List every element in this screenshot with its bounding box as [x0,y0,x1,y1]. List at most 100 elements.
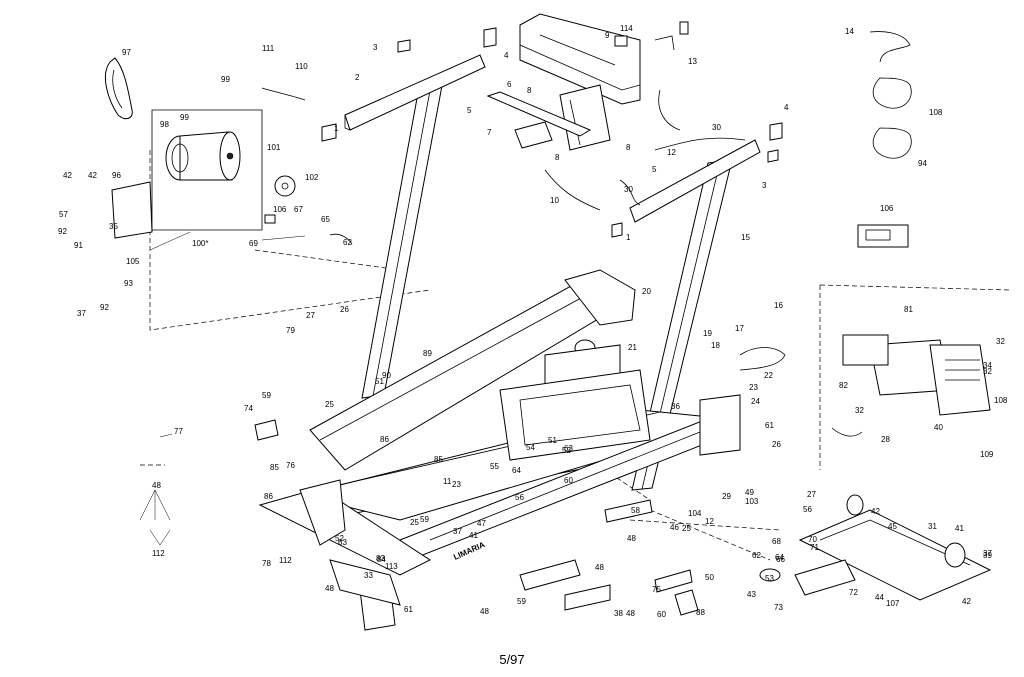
callout-label: 109 [980,450,994,459]
callout-label: 72 [849,588,858,597]
callout-label: 45 [888,522,897,531]
callout-label: 114 [620,24,633,33]
callout-label: 43 [747,590,756,599]
callout-label: 48 [325,584,334,593]
drive-belt [105,57,133,120]
callout-label: 112 [152,549,165,558]
callout-label: 40 [934,423,943,432]
callout-label: 32 [855,406,864,415]
console-wire [658,89,681,131]
callout-label: 4 [504,51,509,60]
crossmember [699,394,741,456]
callout-label: 52 [335,534,344,543]
bracket-71 [654,569,693,593]
circuit-board-44 [842,334,889,366]
callout-label: 110 [295,62,308,71]
callout-label: 68 [772,537,781,546]
incline-wheel-40 [944,542,966,568]
callout-label: 27 [807,490,816,499]
callout-label: 24 [751,397,760,406]
callout-label: 112 [279,556,292,565]
motor-box-outline [151,109,263,231]
callout-label: 51 [548,436,557,445]
callout-label: 82 [839,381,848,390]
bolt-35 [149,231,191,251]
console-part-13 [679,21,689,35]
callout-label: 66 [776,555,785,564]
callout-label: 1 [334,124,339,133]
callout-label: 56 [803,505,812,514]
motor-bracket [111,181,153,239]
roller-61b [759,568,781,582]
callout-label: 46 [670,523,679,532]
end-cap-1 [321,123,337,142]
callout-label: 59 [262,391,271,400]
callout-label: 106 [273,205,287,214]
callout-label: 37 [453,527,462,536]
controller-board [869,339,991,416]
crossbar-top-left [344,54,486,131]
callout-label: 99 [180,113,189,122]
callout-label: 85 [434,455,443,464]
remote-106 [857,224,909,248]
callout-label: 60 [657,610,666,619]
callout-label: 67 [294,205,303,214]
callout-label: 76 [286,461,295,470]
callout-label: 73 [774,603,783,612]
callout-label: 75 [652,585,661,594]
callout-label: 28 [881,435,890,444]
callout-label: 77 [174,427,183,436]
callout-label: 20 [642,287,651,296]
callout-label: 26 [772,440,781,449]
callout-label: 104 [688,509,702,518]
callout-label: 5 [467,106,472,115]
leg-75 [564,584,611,611]
callout-label: 23 [749,383,758,392]
callout-label: 42 [871,507,880,516]
callout-label: 25 [410,518,419,527]
callout-label: 14 [845,27,854,36]
end-cap-3 [397,39,411,53]
callout-label: 88 [696,608,705,617]
callout-label: 35 [109,222,118,231]
callout-label: 65 [321,215,330,224]
callout-label: 32 [983,367,992,376]
callout-label: 48 [595,563,604,572]
callout-label: 48 [627,534,636,543]
callout-label: 38 [614,609,623,618]
callout-label: 10 [550,196,559,205]
chest-strap-93 [872,127,912,159]
callout-label: 7 [487,128,492,137]
chest-strap-107 [872,77,912,109]
callout-label: 94 [918,159,927,168]
incline-wheel-42 [846,494,864,516]
callout-label: 48 [480,607,489,616]
callout-label: 113 [385,562,398,571]
callout-label: 105 [126,257,140,266]
flywheel-101-hub [281,182,289,190]
pad-70 [254,419,279,441]
callout-label: 3 [373,43,378,52]
callout-label: 37 [983,549,992,558]
callout-label: 8 [527,86,532,95]
callout-label: 64 [775,553,784,562]
wire-61 [329,233,353,245]
callout-label: 18 [711,341,720,350]
callout-label: 5 [652,165,657,174]
console-wire-30b [619,179,641,206]
callout-label: 59 [517,597,526,606]
incline-motor [794,559,856,596]
callout-label: 62 [343,238,352,247]
callout-label: 48 [626,609,635,618]
flywheel-101 [274,175,296,197]
arrow-group-111 [149,529,171,546]
remote-106-screen [865,229,891,241]
callout-label: 13 [688,57,697,66]
callout-label: 69 [249,239,258,248]
callout-label: 90 [382,371,391,380]
callout-label: 89 [423,349,432,358]
lower-frame-inner [499,369,651,461]
callout-label: 8 [626,143,631,152]
callout-label: 12 [667,148,676,157]
callout-label: 92 [100,303,109,312]
